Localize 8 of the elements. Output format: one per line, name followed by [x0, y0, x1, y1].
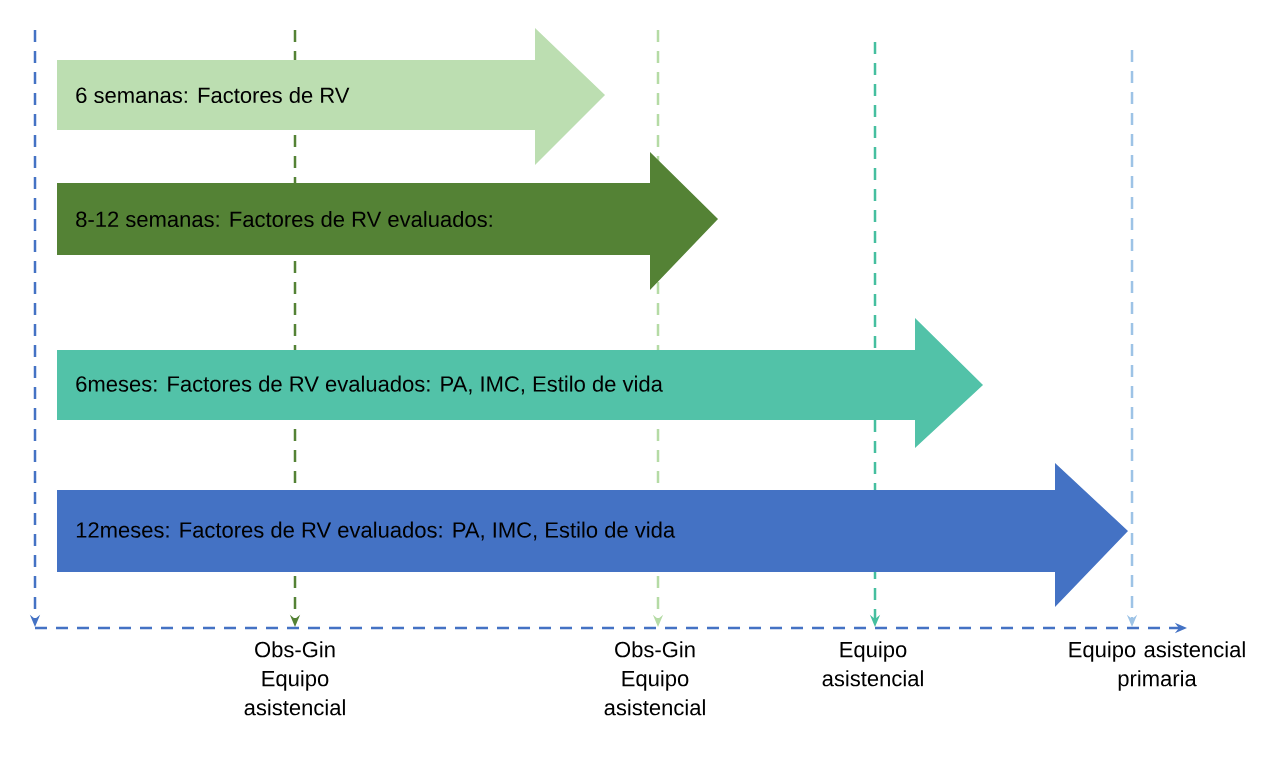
time-label: Equipo asistencial primaria	[1069, 641, 1245, 691]
timeline-bar: 6meses: Factores de RV evaluados: PA, IMC, Estilo de vida	[57, 318, 983, 448]
time-label: Obs-Gin Equipo asistencial	[604, 641, 705, 716]
timeline-bar: 12meses: Factores de RV evaluados: PA, IMC, Estilo de vida	[57, 463, 1128, 607]
time-label: Equipo asistencial	[822, 641, 923, 687]
time-label: Obs-Gin Equipo asistencial	[244, 641, 345, 716]
timeline-bar: 8-12 semanas: Factores de RV evaluados:	[57, 152, 718, 290]
timeline-bar: 6 semanas: Factores de RV	[57, 28, 605, 165]
